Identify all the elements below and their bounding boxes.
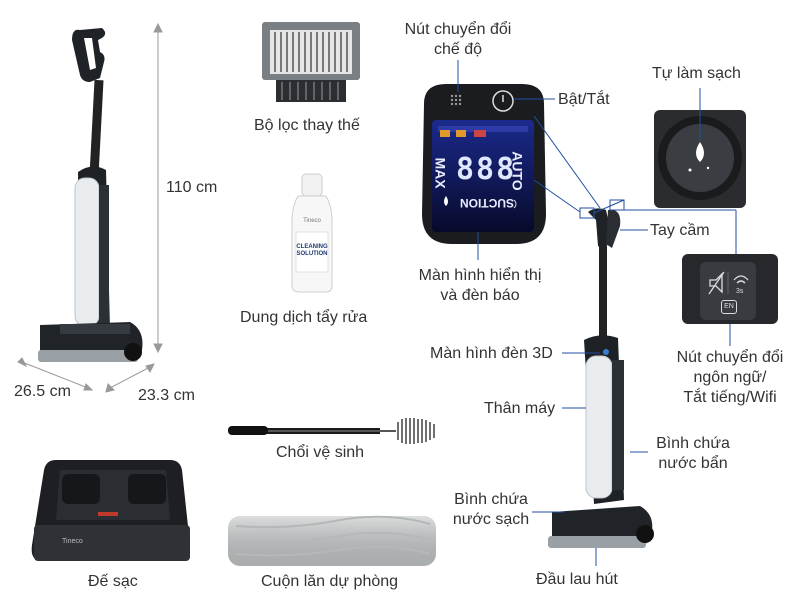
label-clean-tank-line2: nước sạch — [452, 511, 530, 528]
screen-suction-label: SUCTION — [460, 196, 514, 210]
dock-brand: Tineco — [62, 538, 83, 545]
label-power: Bật/Tắt — [558, 91, 610, 108]
label-mode-button-line2: chế độ — [433, 41, 483, 58]
screen-mode-auto: AUTO — [509, 151, 526, 191]
dimension-lines — [17, 22, 163, 393]
label-dirty-tank-line2: nước bẩn — [658, 455, 728, 472]
cleaning-brush — [228, 418, 435, 444]
label-mop-head: Đầu lau hút — [536, 571, 618, 588]
dimension-width: 23.3 cm — [138, 387, 195, 404]
bottle-label-line1: CLEANING — [296, 244, 328, 250]
label-language-button: Nút chuyển đổi ngôn ngữ/ Tắt tiếng/Wifi — [664, 348, 796, 408]
label-body: Thân máy — [484, 400, 556, 417]
label-brush: Chổi vệ sinh — [276, 444, 365, 461]
spare-roller — [228, 515, 436, 566]
bottle-brand: Tineco — [303, 218, 321, 224]
vacuum-left-illustration — [38, 28, 143, 362]
dimension-height: 110 cm — [166, 179, 218, 196]
label-spare-roller: Cuộn lăn dự phòng — [261, 573, 399, 590]
label-handle: Tay cầm — [650, 222, 710, 239]
self-clean-button-inset — [654, 110, 746, 208]
bottle-label-line2: SOLUTION — [296, 251, 328, 257]
label-3d-light: Màn hình đèn 3D — [430, 345, 553, 362]
label-cleaning-solution: Dung dịch tẩy rửa — [240, 309, 368, 326]
label-dirty-tank: Bình chứa nước bẩn — [648, 434, 738, 474]
timer-badge: 3s — [736, 288, 744, 295]
label-clean-tank: Bình chứa nước sạch — [444, 490, 538, 530]
label-language-line3: Tắt tiếng/Wifi — [683, 389, 777, 406]
label-dock: Đế sạc — [88, 573, 138, 590]
label-display-line2: và đèn báo — [440, 287, 520, 304]
vacuum-right-illustration — [548, 208, 654, 548]
label-display: Màn hình hiển thị và đèn báo — [410, 266, 550, 306]
screen-digits: 888 — [456, 152, 517, 187]
cleaning-solution-bottle — [291, 173, 333, 293]
label-dirty-tank-line1: Bình chứa — [656, 435, 730, 452]
label-clean-tank-line1: Bình chứa — [454, 491, 528, 508]
label-language-line2: ngôn ngữ/ — [693, 369, 767, 386]
charging-dock — [31, 460, 190, 561]
screen-mode-max: MAX — [432, 157, 449, 189]
dimension-depth: 26.5 cm — [14, 383, 71, 400]
label-self-clean: Tự làm sạch — [652, 65, 741, 82]
label-language-line1: Nút chuyển đổi — [676, 349, 784, 366]
language-badge: EN — [721, 300, 737, 314]
callout-lines — [457, 60, 737, 566]
filter-illustration — [262, 22, 360, 102]
label-filter: Bộ lọc thay thế — [254, 117, 360, 134]
control-panel — [422, 84, 546, 244]
language-button-inset — [682, 254, 778, 324]
label-mode-button: Nút chuyển đổi chế độ — [396, 20, 520, 60]
label-display-line1: Màn hình hiển thị — [418, 267, 542, 284]
label-mode-button-line1: Nút chuyển đổi — [404, 21, 512, 38]
